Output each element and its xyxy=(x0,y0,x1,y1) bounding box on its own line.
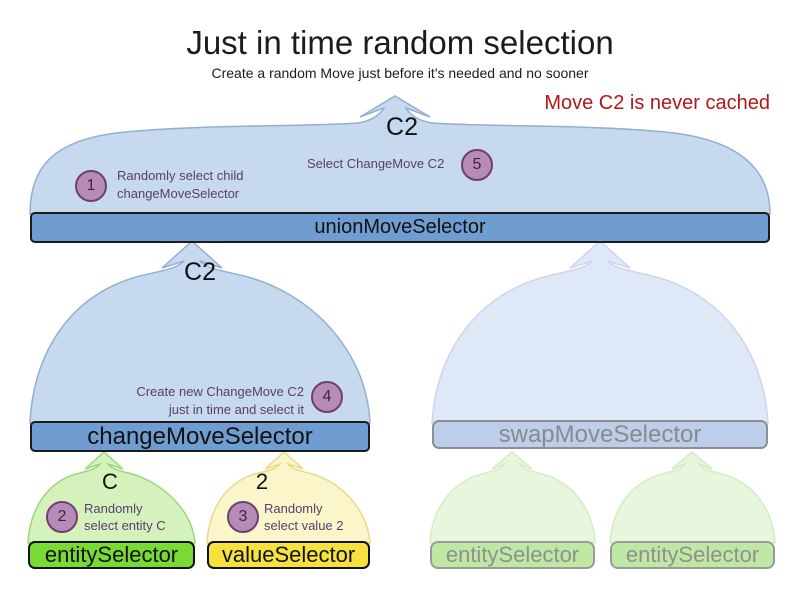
note-never-cached: Move C2 is never cached xyxy=(544,92,770,114)
entity-selector-bar: entitySelector xyxy=(28,541,195,569)
change-move-selector-bar: changeMoveSelector xyxy=(30,421,370,452)
swap-dome-arrow-shape xyxy=(431,239,769,424)
union-dome-arrow-shape xyxy=(29,95,771,215)
annotation-step-3: Randomly select value 2 xyxy=(264,500,344,534)
swap-move-selector-bar: swapMoveSelector xyxy=(432,420,768,449)
annotation-step-3-line-1: Randomly xyxy=(264,501,323,516)
annotation-step-4: Create new ChangeMove C2 just in time an… xyxy=(104,383,304,419)
change-dome-arrow-shape xyxy=(29,239,371,424)
cache-label-c2-change: C2 xyxy=(184,258,216,286)
step-circle-5: 5 xyxy=(461,149,493,181)
faded-entity-selector-bar-2: entitySelector xyxy=(610,541,775,569)
diagram-title: Just in time random selection xyxy=(186,24,614,61)
step-circle-1: 1 xyxy=(75,170,107,202)
step-circle-3: 3 xyxy=(227,501,259,533)
annotation-step-1: Randomly select child changeMoveSelector xyxy=(117,167,243,203)
value-selector-bar: valueSelector xyxy=(207,541,370,569)
union-move-selector-bar: unionMoveSelector xyxy=(30,212,770,243)
annotation-step-3-line-2: select value 2 xyxy=(264,518,344,533)
annotation-step-1-line-1: Randomly select child xyxy=(117,168,244,183)
step-circle-2: 2 xyxy=(46,501,78,533)
diagram-subtitle: Create a random Move just before it's ne… xyxy=(211,65,589,81)
cache-label-c2-union: C2 xyxy=(386,113,418,141)
annotation-step-5: Select ChangeMove C2 xyxy=(307,156,445,171)
annotation-step-2: Randomly select entity C xyxy=(84,500,166,534)
annotation-step-1-line-2: changeMoveSelector xyxy=(117,186,240,201)
cache-label-entity-c: C xyxy=(102,469,118,494)
faded-entity-selector-bar-1: entitySelector xyxy=(430,541,595,569)
annotation-step-2-line-1: Randomly xyxy=(84,501,143,516)
faded-entity-dome-arrow-shape-2 xyxy=(609,451,776,544)
annotation-step-4-line-2: just in time and select it xyxy=(168,402,304,417)
faded-entity-dome-arrow-shape-1 xyxy=(429,451,596,544)
step-circle-4: 4 xyxy=(311,381,343,413)
cache-label-value-2: 2 xyxy=(255,469,269,494)
annotation-step-4-line-1: Create new ChangeMove C2 xyxy=(136,384,304,399)
annotation-step-2-line-2: select entity C xyxy=(84,518,166,533)
